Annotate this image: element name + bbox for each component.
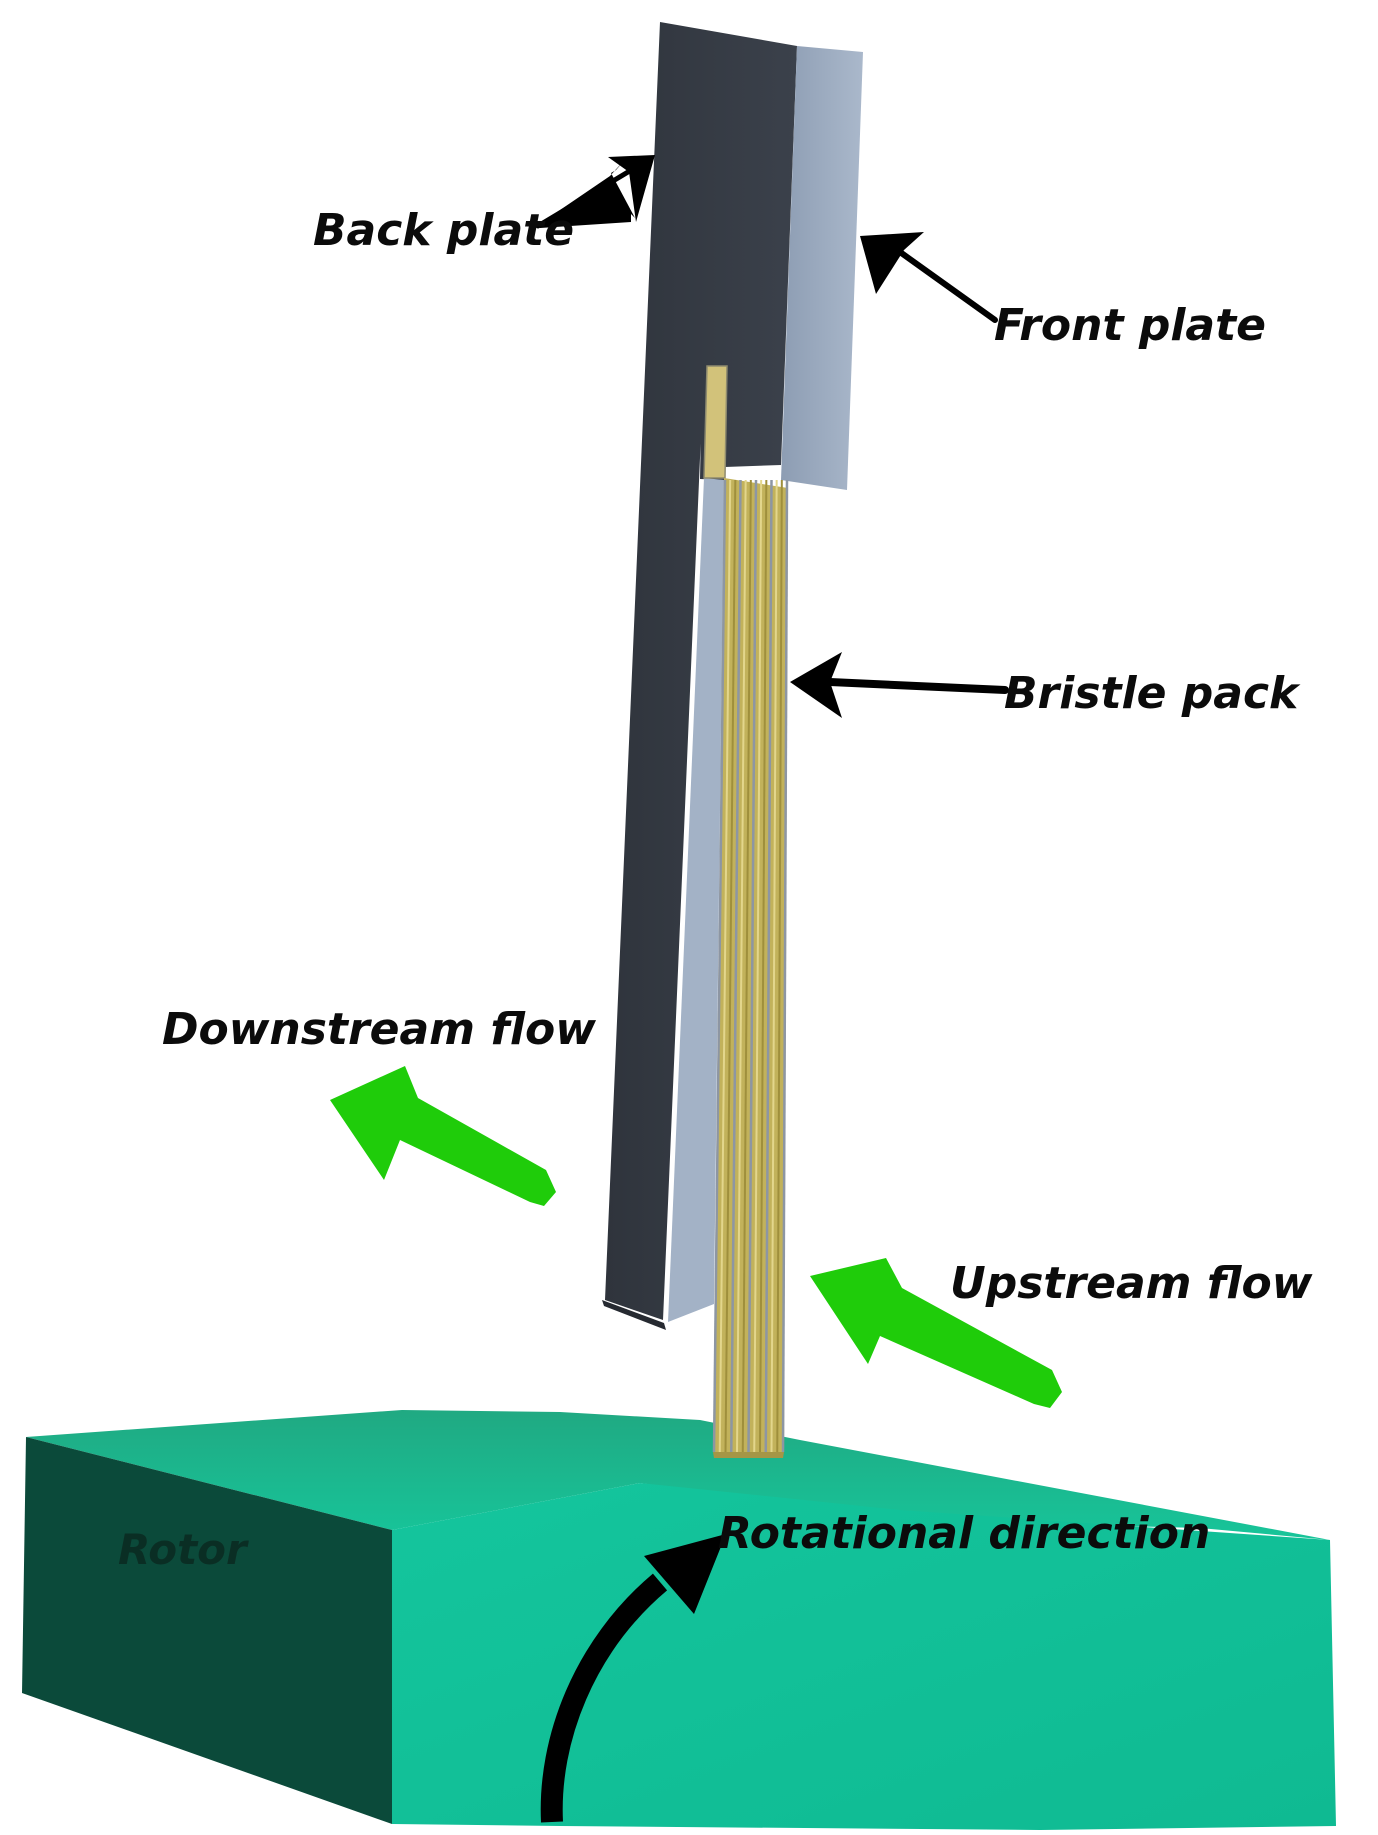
- back-plate-label: Back plate: [313, 205, 574, 256]
- bristle-strand: [712, 479, 727, 1453]
- bristle-strand: [764, 479, 773, 1453]
- back-plate-pointer-head: [608, 155, 655, 222]
- bristle-strand: [736, 479, 747, 1453]
- rotor-top-face: [26, 1410, 1330, 1540]
- downstream-flow-arrow: [330, 1066, 556, 1206]
- upstream-flow-arrow: [810, 1258, 1062, 1408]
- bristle-strand: [781, 479, 789, 1453]
- front-plate-face: [781, 46, 863, 490]
- bristle-strand: [770, 479, 778, 1453]
- flow-arrows: [330, 1066, 1062, 1408]
- back-plate-face: [605, 22, 797, 1320]
- back-plate: [602, 22, 797, 1330]
- front-plate-label: Front plate: [994, 300, 1266, 351]
- pointer-arrows: [535, 155, 1009, 718]
- downstream-flow-label: Downstream flow: [162, 1004, 596, 1055]
- rotor: [22, 1410, 1336, 1830]
- back-plate-light-edge: [668, 478, 724, 1322]
- bristle-pack-pointer-shaft: [826, 678, 1009, 694]
- rotor-front-face: [392, 1483, 1336, 1830]
- bristle-tip: [713, 1452, 784, 1458]
- bristle-strand: [718, 479, 732, 1453]
- bristle-pack-pointer-head: [790, 652, 842, 718]
- bristle-strand: [747, 479, 758, 1453]
- rotational-direction-label: Rotational direction: [718, 1508, 1210, 1559]
- bristle-strand: [730, 479, 742, 1453]
- bristle-pack-label: Bristle pack: [1004, 668, 1301, 719]
- bristle-top-strip: [703, 365, 728, 479]
- bristle-strands: [712, 479, 789, 1458]
- front-plate-pointer-shaft: [897, 249, 998, 323]
- bristle-strand: [759, 479, 768, 1453]
- rotor-side-face: [22, 1437, 392, 1824]
- back-plate-side: [602, 1300, 666, 1330]
- bristle-strand: [724, 479, 737, 1453]
- bristle-pack: [703, 365, 789, 1458]
- bristle-strand: [741, 479, 752, 1453]
- rotation-arrowhead: [644, 1534, 726, 1614]
- rotation-arc: [540, 1573, 668, 1823]
- rotor-label: Rotor: [118, 1525, 249, 1574]
- back-plate-pointer-shaft: [535, 169, 631, 229]
- rotational-direction-arrow: [540, 1534, 726, 1823]
- bristle-strand: [753, 479, 763, 1453]
- front-plate: [781, 46, 863, 490]
- front-plate-pointer-head: [860, 232, 924, 294]
- bristle-strand: [776, 479, 783, 1453]
- upstream-flow-label: Upstream flow: [950, 1258, 1313, 1309]
